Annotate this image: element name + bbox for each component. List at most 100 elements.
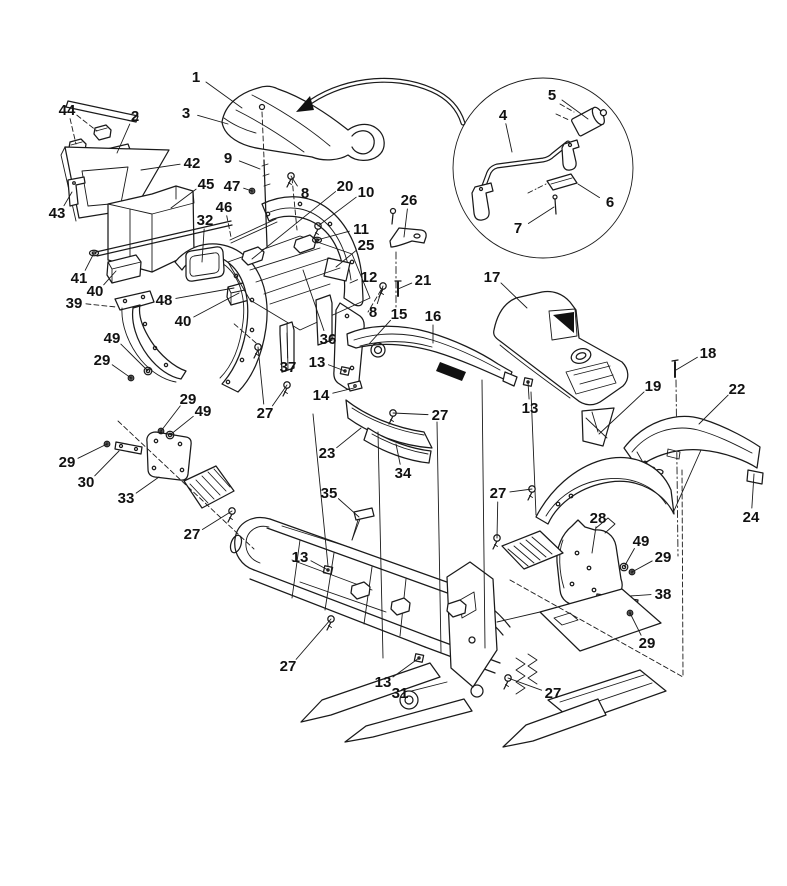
leader-line <box>175 287 235 299</box>
leader-line <box>698 394 729 425</box>
splash-shield-33 <box>146 431 192 481</box>
callout-label-9-9: 9 <box>224 150 232 167</box>
arc-arrowhead-icon <box>296 96 314 112</box>
leader-line <box>69 118 77 145</box>
bracket-43 <box>67 176 86 207</box>
callout-label-20-23: 20 <box>337 178 354 195</box>
callout-label-13-15: 13 <box>292 549 309 566</box>
screw-fastener-icon <box>282 381 291 397</box>
callout-label-44-57: 44 <box>59 102 76 119</box>
leader-line <box>193 292 240 318</box>
leader-line <box>496 501 499 539</box>
callout-label-33-45: 33 <box>118 490 135 507</box>
hook-bracket-right <box>561 139 580 171</box>
callout-label-48-61: 48 <box>156 292 173 309</box>
leader-line <box>85 303 117 308</box>
leader-line <box>103 270 117 286</box>
seat <box>221 85 385 161</box>
callout-label-18-21: 18 <box>700 345 717 362</box>
bushing-5 <box>571 106 608 137</box>
grommet-fastener-icon <box>619 562 629 572</box>
callout-label-38-50: 38 <box>655 586 672 603</box>
callout-label-15-18: 15 <box>391 306 408 323</box>
callout-label-32-44: 32 <box>197 212 214 229</box>
callout-label-45-58: 45 <box>198 176 215 193</box>
callout-label-13-16: 13 <box>375 674 392 691</box>
leader-line <box>77 443 108 459</box>
callout-label-39-51: 39 <box>66 295 83 312</box>
screw-fastener-icon <box>253 343 262 359</box>
latch-20 <box>241 246 265 266</box>
callout-label-36-48: 36 <box>320 331 337 348</box>
bracket-30 <box>114 441 143 455</box>
leader-line <box>505 123 513 153</box>
bolt-fastener-icon <box>103 440 111 448</box>
callout-label-30-42: 30 <box>78 474 95 491</box>
callout-label-23-26: 23 <box>319 445 336 462</box>
leader-line <box>251 191 337 260</box>
clip-fastener-icon <box>339 366 351 376</box>
flap-19 <box>581 407 615 447</box>
decal-24 <box>746 469 764 485</box>
leader-line <box>135 476 160 494</box>
screw-fastener-icon <box>527 485 536 501</box>
callout-label-11-11: 11 <box>353 221 369 238</box>
rod-18 <box>671 359 679 557</box>
washer-fastener-icon <box>311 236 323 244</box>
callout-label-27-33: 27 <box>490 485 507 502</box>
callout-label-8-7: 8 <box>301 185 309 202</box>
leader-line <box>226 215 232 238</box>
screw-fastener-icon <box>492 534 501 550</box>
leader-line <box>169 415 194 436</box>
tab-35 <box>351 507 375 541</box>
leader-line <box>63 191 73 207</box>
callout-label-3-2: 3 <box>182 105 190 122</box>
leader-line <box>397 282 413 290</box>
leader-line <box>286 332 289 359</box>
leader-line <box>395 443 401 465</box>
callout-label-8-8: 8 <box>369 304 377 321</box>
callout-label-5-4: 5 <box>548 87 556 104</box>
callout-label-28-36: 28 <box>590 510 607 527</box>
leader-line <box>111 364 132 379</box>
clip-fastener-icon <box>522 377 534 387</box>
leader-line <box>316 230 350 241</box>
callout-label-7-6: 7 <box>514 220 522 237</box>
leader-line <box>290 175 298 187</box>
grommet-fastener-icon <box>165 430 175 440</box>
callout-label-49-62: 49 <box>104 330 121 347</box>
detail-circle <box>452 77 634 259</box>
leader-line <box>116 123 131 154</box>
callout-label-2-1: 2 <box>131 108 139 125</box>
detail-pointer-arc <box>296 77 466 126</box>
hook-bracket-left <box>471 182 494 221</box>
pad-40-left <box>106 254 142 284</box>
bolt-fastener-icon <box>157 427 165 435</box>
leader-line <box>598 391 645 435</box>
clip-fastener-icon <box>413 653 425 663</box>
callout-label-19-22: 19 <box>645 378 662 395</box>
callout-label-46-59: 46 <box>216 199 233 216</box>
leader-line <box>205 81 243 109</box>
front-cover-17 <box>493 290 629 406</box>
callout-label-12-12: 12 <box>361 269 378 286</box>
callout-label-49-64: 49 <box>633 533 650 550</box>
callout-label-13-14: 13 <box>522 400 539 417</box>
alignment-lines <box>117 321 684 678</box>
side-panel-34 <box>363 427 432 464</box>
callout-label-29-37: 29 <box>94 352 111 369</box>
bolt-fastener-icon <box>626 609 634 617</box>
callout-label-16-19: 16 <box>425 308 442 325</box>
leader-line <box>411 681 448 692</box>
leader-line <box>631 560 653 573</box>
callout-label-42-55: 42 <box>184 155 201 172</box>
leader-line <box>76 114 98 132</box>
bolt-fastener-icon <box>248 187 256 195</box>
leader-line <box>94 450 120 477</box>
leader-line <box>295 618 332 660</box>
grommet-fastener-icon <box>143 366 153 376</box>
leader-line <box>751 473 755 509</box>
leader-line <box>335 249 357 268</box>
leader-line <box>201 228 205 263</box>
